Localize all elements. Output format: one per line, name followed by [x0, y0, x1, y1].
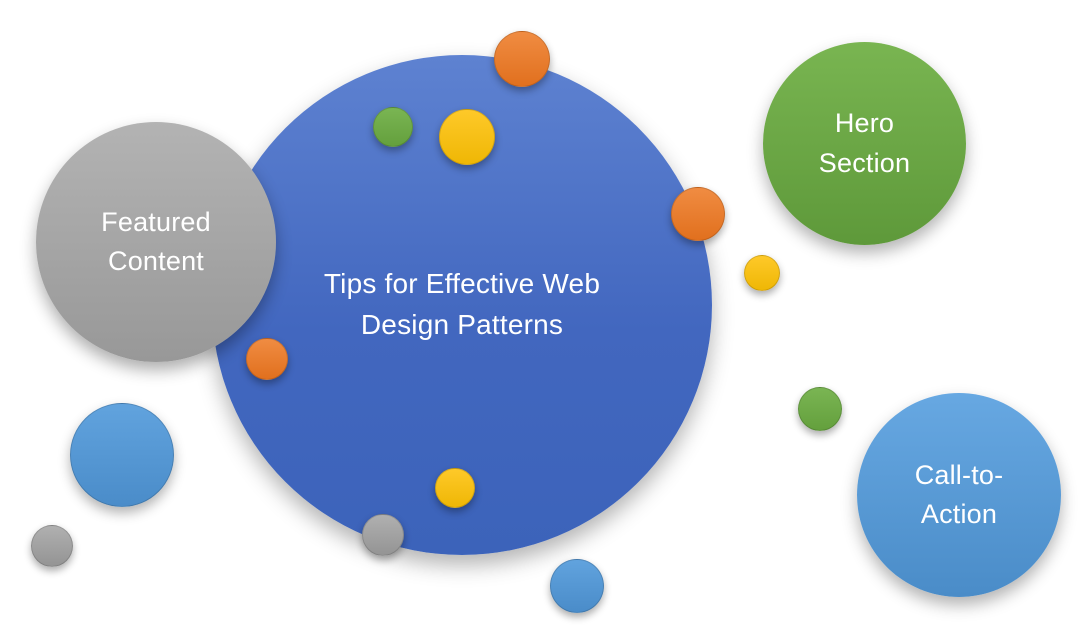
decor-circle-orange-left	[246, 338, 288, 380]
hero-section-bubble: Hero Section	[763, 42, 966, 245]
decor-circle-green-right	[798, 387, 842, 431]
decor-circle-yellow-right	[744, 255, 780, 291]
main-topic-label: Tips for Effective Web Design Patterns	[323, 268, 601, 340]
featured-content-bubble: Featured Content	[36, 122, 276, 362]
featured-content-label: Featured Content	[101, 206, 211, 276]
decor-circle-orange-top	[494, 31, 550, 87]
decor-circle-gray-bottom-left	[31, 525, 73, 567]
call-to-action-label: Call-to-Action	[914, 459, 1004, 529]
decor-circle-orange-right	[671, 187, 725, 241]
call-to-action-bubble: Call-to-Action	[857, 393, 1061, 597]
decor-circle-yellow-bottom	[435, 468, 475, 508]
decor-circle-lightblue-left	[70, 403, 174, 507]
decor-circle-yellow-top	[439, 109, 495, 165]
decor-circle-lightblue-bottom	[550, 559, 604, 613]
hero-section-label: Hero Section	[818, 108, 911, 178]
decor-circle-green-top	[373, 107, 413, 147]
decor-circle-gray-bottom	[362, 514, 404, 556]
